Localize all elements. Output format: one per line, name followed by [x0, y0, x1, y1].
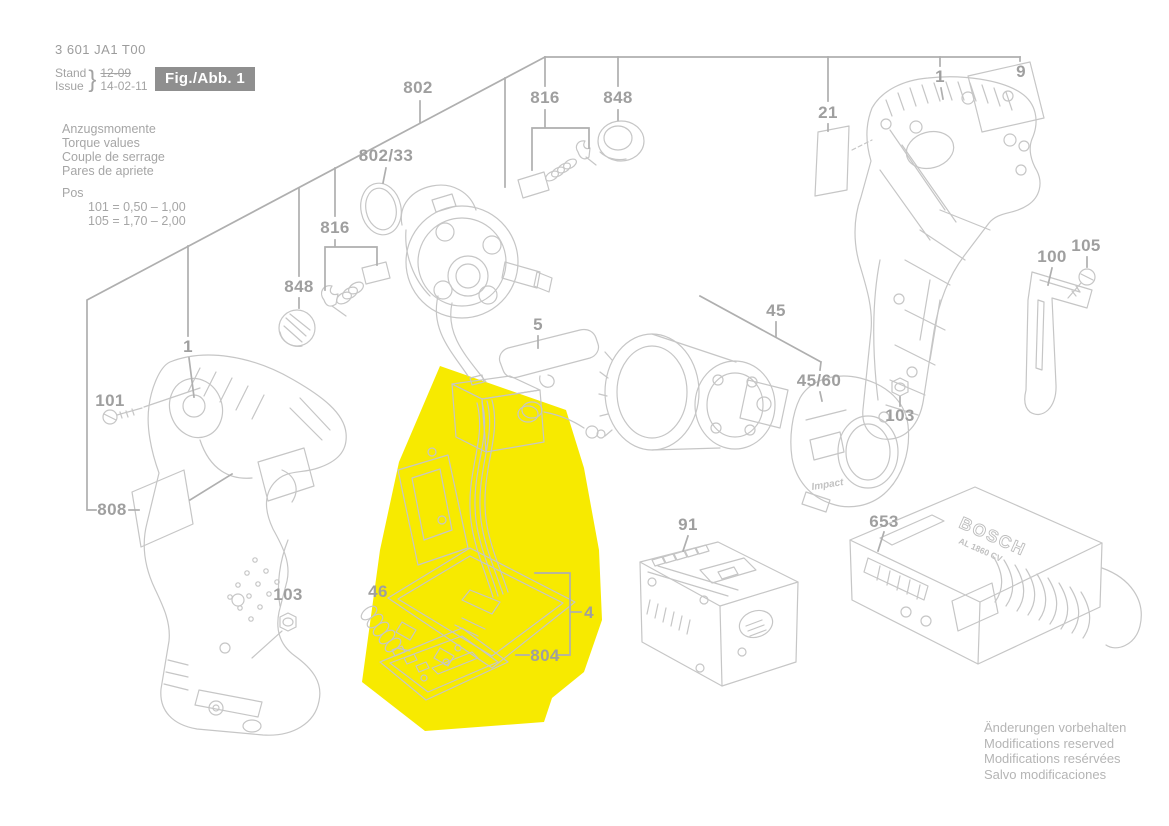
boot-impact-text: Impact — [811, 477, 845, 493]
torque-entry-101: 101 = 0,50 – 1,00 — [88, 200, 186, 214]
left-housing-drawing — [143, 354, 347, 736]
part-label-4: 4 — [584, 603, 594, 622]
part-label-103-right: 103 — [885, 406, 915, 425]
torque-title-line: Pares de apriete — [62, 164, 154, 178]
screw-105-drawing — [1067, 268, 1096, 299]
right-housing-drawing — [854, 76, 1041, 440]
sticker-9-drawing — [967, 61, 1045, 133]
brush-set-left-drawing — [320, 261, 391, 317]
torque-title-line: Couple de serrage — [62, 150, 165, 164]
part-label-45-60: 45/60 — [796, 371, 842, 390]
part-label-46: 46 — [368, 582, 388, 601]
sticker-808-drawing — [131, 469, 194, 548]
o-ring-drawing — [360, 182, 402, 236]
part-label-1-left: 1 — [183, 337, 193, 356]
screw-101-drawing — [102, 387, 201, 425]
motor-drawing — [400, 184, 553, 383]
new-date: 14-02-11 — [100, 79, 148, 93]
part-label-848-left: 848 — [284, 277, 314, 296]
part-label-5: 5 — [533, 315, 543, 334]
part-label-21: 21 — [818, 103, 838, 122]
part-label-653: 653 — [869, 512, 899, 531]
impact-mechanism-drawing — [598, 333, 789, 451]
part-label-45: 45 — [766, 301, 786, 320]
torque-pos-label: Pos — [62, 186, 84, 200]
battery-drawing — [639, 541, 799, 687]
cover-plate-drawing — [498, 328, 600, 388]
brush-cap-left-drawing — [278, 309, 316, 347]
part-label-100: 100 — [1037, 247, 1067, 266]
brush-set-right-drawing — [517, 140, 597, 199]
part-label-103-left: 103 — [273, 585, 303, 604]
issue-label: Issue — [55, 79, 84, 93]
part-label-804: 804 — [530, 646, 560, 665]
sticker-21-drawing — [814, 125, 873, 197]
torque-title-line: Anzugsmomente — [62, 122, 156, 136]
leader-lines — [86, 55, 1088, 656]
part-label-101: 101 — [95, 391, 125, 410]
nut-103-left-drawing — [251, 612, 297, 659]
revision-block: Stand Issue } 12-09 14-02-11 — [55, 66, 148, 94]
modifications-notice-line: Modifications resérvées — [984, 751, 1121, 766]
part-label-105: 105 — [1071, 236, 1101, 255]
spring-drawing — [360, 605, 411, 653]
part-label-9: 9 — [1016, 62, 1026, 81]
nut-103-right-drawing — [891, 377, 909, 397]
part-label-848-top: 848 — [603, 88, 633, 107]
part-label-816-left: 816 — [320, 218, 350, 237]
part-label-91: 91 — [678, 515, 698, 534]
slide-plate-drawing — [379, 627, 509, 701]
modifications-notice-line: Modifications reserved — [984, 735, 1115, 751]
modifications-notice-line: Änderungen vorbehalten — [984, 720, 1127, 735]
modifications-notice-line: Salvo modificaciones — [984, 766, 1107, 782]
rubber-boot-drawing — [790, 375, 910, 513]
part-label-802-33: 802/33 — [358, 146, 414, 165]
torque-title-line: Torque values — [62, 136, 140, 150]
part-label-808: 808 — [97, 500, 127, 519]
part-label-816-top: 816 — [530, 88, 560, 107]
figure-badge: Fig./Abb. 1 — [155, 67, 255, 91]
torque-entry-105: 105 = 1,70 – 2,00 — [88, 214, 186, 228]
stand-label: Stand — [55, 66, 87, 80]
revision-brace: } — [88, 66, 97, 93]
belt-clip-drawing — [1024, 271, 1093, 415]
old-date: 12-09 — [100, 66, 132, 80]
part-label-802: 802 — [403, 78, 433, 97]
part-label-1-right: 1 — [935, 67, 945, 86]
type-number: 3 601 JA1 T00 — [55, 42, 146, 57]
brush-cap-right-drawing — [597, 120, 645, 162]
